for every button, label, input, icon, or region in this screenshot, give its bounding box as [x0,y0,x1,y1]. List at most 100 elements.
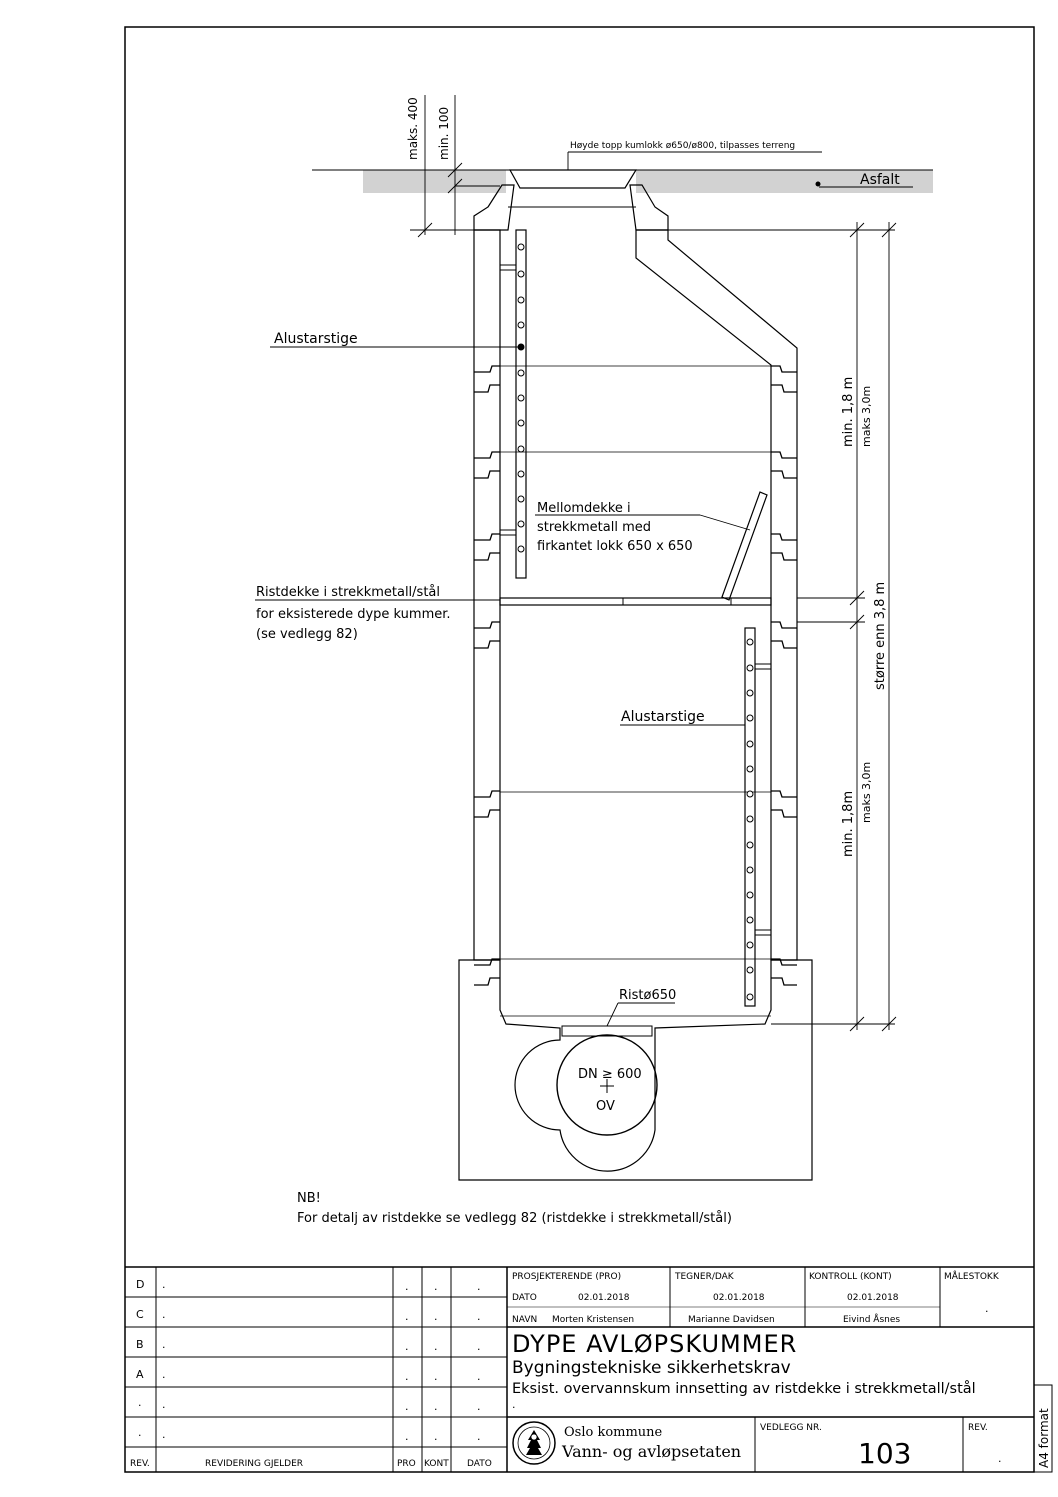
oslo-kommune-logo [512,1421,556,1465]
header-revidering: REVIDERING GJELDER [205,1459,303,1469]
dimensions-right [668,222,897,1032]
label-storre-enn: større enn 3,8 m [873,582,888,690]
drawing-subtitle3: . [512,1398,516,1411]
label-tegner: TEGNER/DAK [674,1272,735,1282]
rev-letter: . [138,1426,142,1439]
label-prosjekterende: PROSJEKTERENDE (PRO) [512,1272,621,1282]
rev-text: . [162,1338,166,1351]
rev-kont: . [434,1370,438,1383]
note-nb: NB! [297,1191,321,1206]
label-min18m-lower: min. 1,8m [841,791,856,857]
rev-letter: B [136,1338,144,1351]
outlet-pipe [556,1034,658,1136]
rev-pro: . [405,1430,409,1443]
rev-dato: . [477,1280,481,1293]
rev-letter: A [136,1368,144,1381]
label-asfalt: Asfalt [860,172,900,188]
manhole-drawing: maks. 400 min. 100 Høyde topp kumlokk ø6… [255,95,933,1226]
asphalt-left [363,170,506,193]
label-min100: min. 100 [437,107,451,160]
label-maks30m-upper: maks 3,0m [860,386,873,447]
rev-dato: . [477,1400,481,1413]
label-min18m-upper: min. 1,8 m [841,377,856,447]
label-vedlegg: VEDLEGG NR. [760,1423,822,1433]
label-ristdekke-3: (se vedlegg 82) [256,627,358,642]
rev-kont: . [434,1340,438,1353]
rev-pro: . [405,1280,409,1293]
label-dn600: DN ≥ 600 [578,1067,642,1082]
shaft-wall-right [635,229,798,961]
open-hatch [721,491,768,601]
rev-pro: . [405,1370,409,1383]
ladder-lower [744,627,771,1007]
rev-kont: . [434,1400,438,1413]
label-ristdekke-1: Ristdekke i strekkmetall/stål [256,585,440,600]
malestokk-value: . [985,1302,989,1315]
title-block: D . . . . C . . . . B . . . . A . . . . … [125,1266,1053,1473]
header-kont: KONT [424,1459,449,1469]
header-pro: PRO [397,1459,416,1469]
shaft-wall-left [473,229,501,961]
label-mellomdekke-1: Mellomdekke i [537,501,631,516]
rev-kont: . [434,1430,438,1443]
rev-pro: . [405,1400,409,1413]
rev-text: . [162,1428,166,1441]
grate-deck [499,597,772,606]
drawing-title: DYPE AVLØPSKUMMER [512,1330,797,1358]
note-text: For detalj av ristdekke se vedlegg 82 (r… [297,1211,732,1226]
rev-kont: . [434,1280,438,1293]
rev-dato: . [477,1340,481,1353]
manhole-cover [508,169,638,189]
dimensions-top [410,95,500,238]
rev-letter: C [136,1308,144,1321]
kont-dato: 02.01.2018 [847,1293,899,1303]
manhole-base [458,959,813,1181]
label-maks30m-lower: maks 3,0m [860,762,873,823]
label-dato: DATO [512,1293,537,1303]
org-name-1: Oslo kommune [564,1425,663,1440]
revision-rows: D . . . . C . . . . B . . . . A . . . . … [136,1278,481,1443]
rev-kont: . [434,1310,438,1323]
rev-text: . [162,1398,166,1411]
rev-text: . [162,1308,166,1321]
rev-letter: . [138,1396,142,1409]
tegner-dato: 02.01.2018 [713,1293,765,1303]
pro-dato: 02.01.2018 [578,1293,630,1303]
drawing-subtitle2: Eksist. overvannskum innsetting av ristd… [512,1380,976,1397]
kont-navn: Eivind Åsnes [843,1313,900,1325]
label-alustarstige-upper: Alustarstige [274,331,358,347]
label-alustarstige-lower: Alustarstige [621,709,705,725]
label-hoyde-topp: Høyde topp kumlokk ø650/ø800, tilpasses … [570,141,795,151]
rev-pro: . [405,1340,409,1353]
header-dato: DATO [467,1459,492,1469]
label-ristdekke-2: for eksisterede dype kummer. [256,607,451,622]
header-rev: REV. [130,1459,150,1469]
label-ov: OV [596,1099,615,1114]
rev-value: . [998,1452,1002,1465]
pro-navn: Morten Kristensen [552,1315,634,1325]
format-tab [1033,1384,1053,1473]
label-mellomdekke-2: strekkmetall med [537,520,651,535]
rev-dato: . [477,1370,481,1383]
label-kontroll: KONTROLL (KONT) [809,1272,892,1282]
rev-text: . [162,1278,166,1291]
rev-dato: . [477,1310,481,1323]
drawing-subtitle: Bygningstekniske sikkerhetskrav [512,1358,791,1378]
label-navn: NAVN [512,1315,537,1325]
label-mellomdekke-3: firkantet lokk 650 x 650 [537,539,693,554]
label-maks400: maks. 400 [406,97,420,160]
format-label: A4 format [1037,1408,1051,1468]
label-rist650: Ristø650 [619,988,676,1003]
rev-pro: . [405,1310,409,1323]
ladder-upper [500,229,527,579]
vedlegg-value: 103 [858,1437,911,1470]
rev-letter: D [136,1278,144,1291]
rev-text: . [162,1368,166,1381]
label-malestokk: MÅLESTOKK [944,1270,1000,1282]
label-rev: REV. [968,1423,988,1433]
tegner-navn: Marianne Davidsen [688,1315,775,1325]
sheet-border [124,26,1035,1473]
org-name-2: Vann- og avløpsetaten [561,1442,741,1461]
rev-dato: . [477,1430,481,1443]
